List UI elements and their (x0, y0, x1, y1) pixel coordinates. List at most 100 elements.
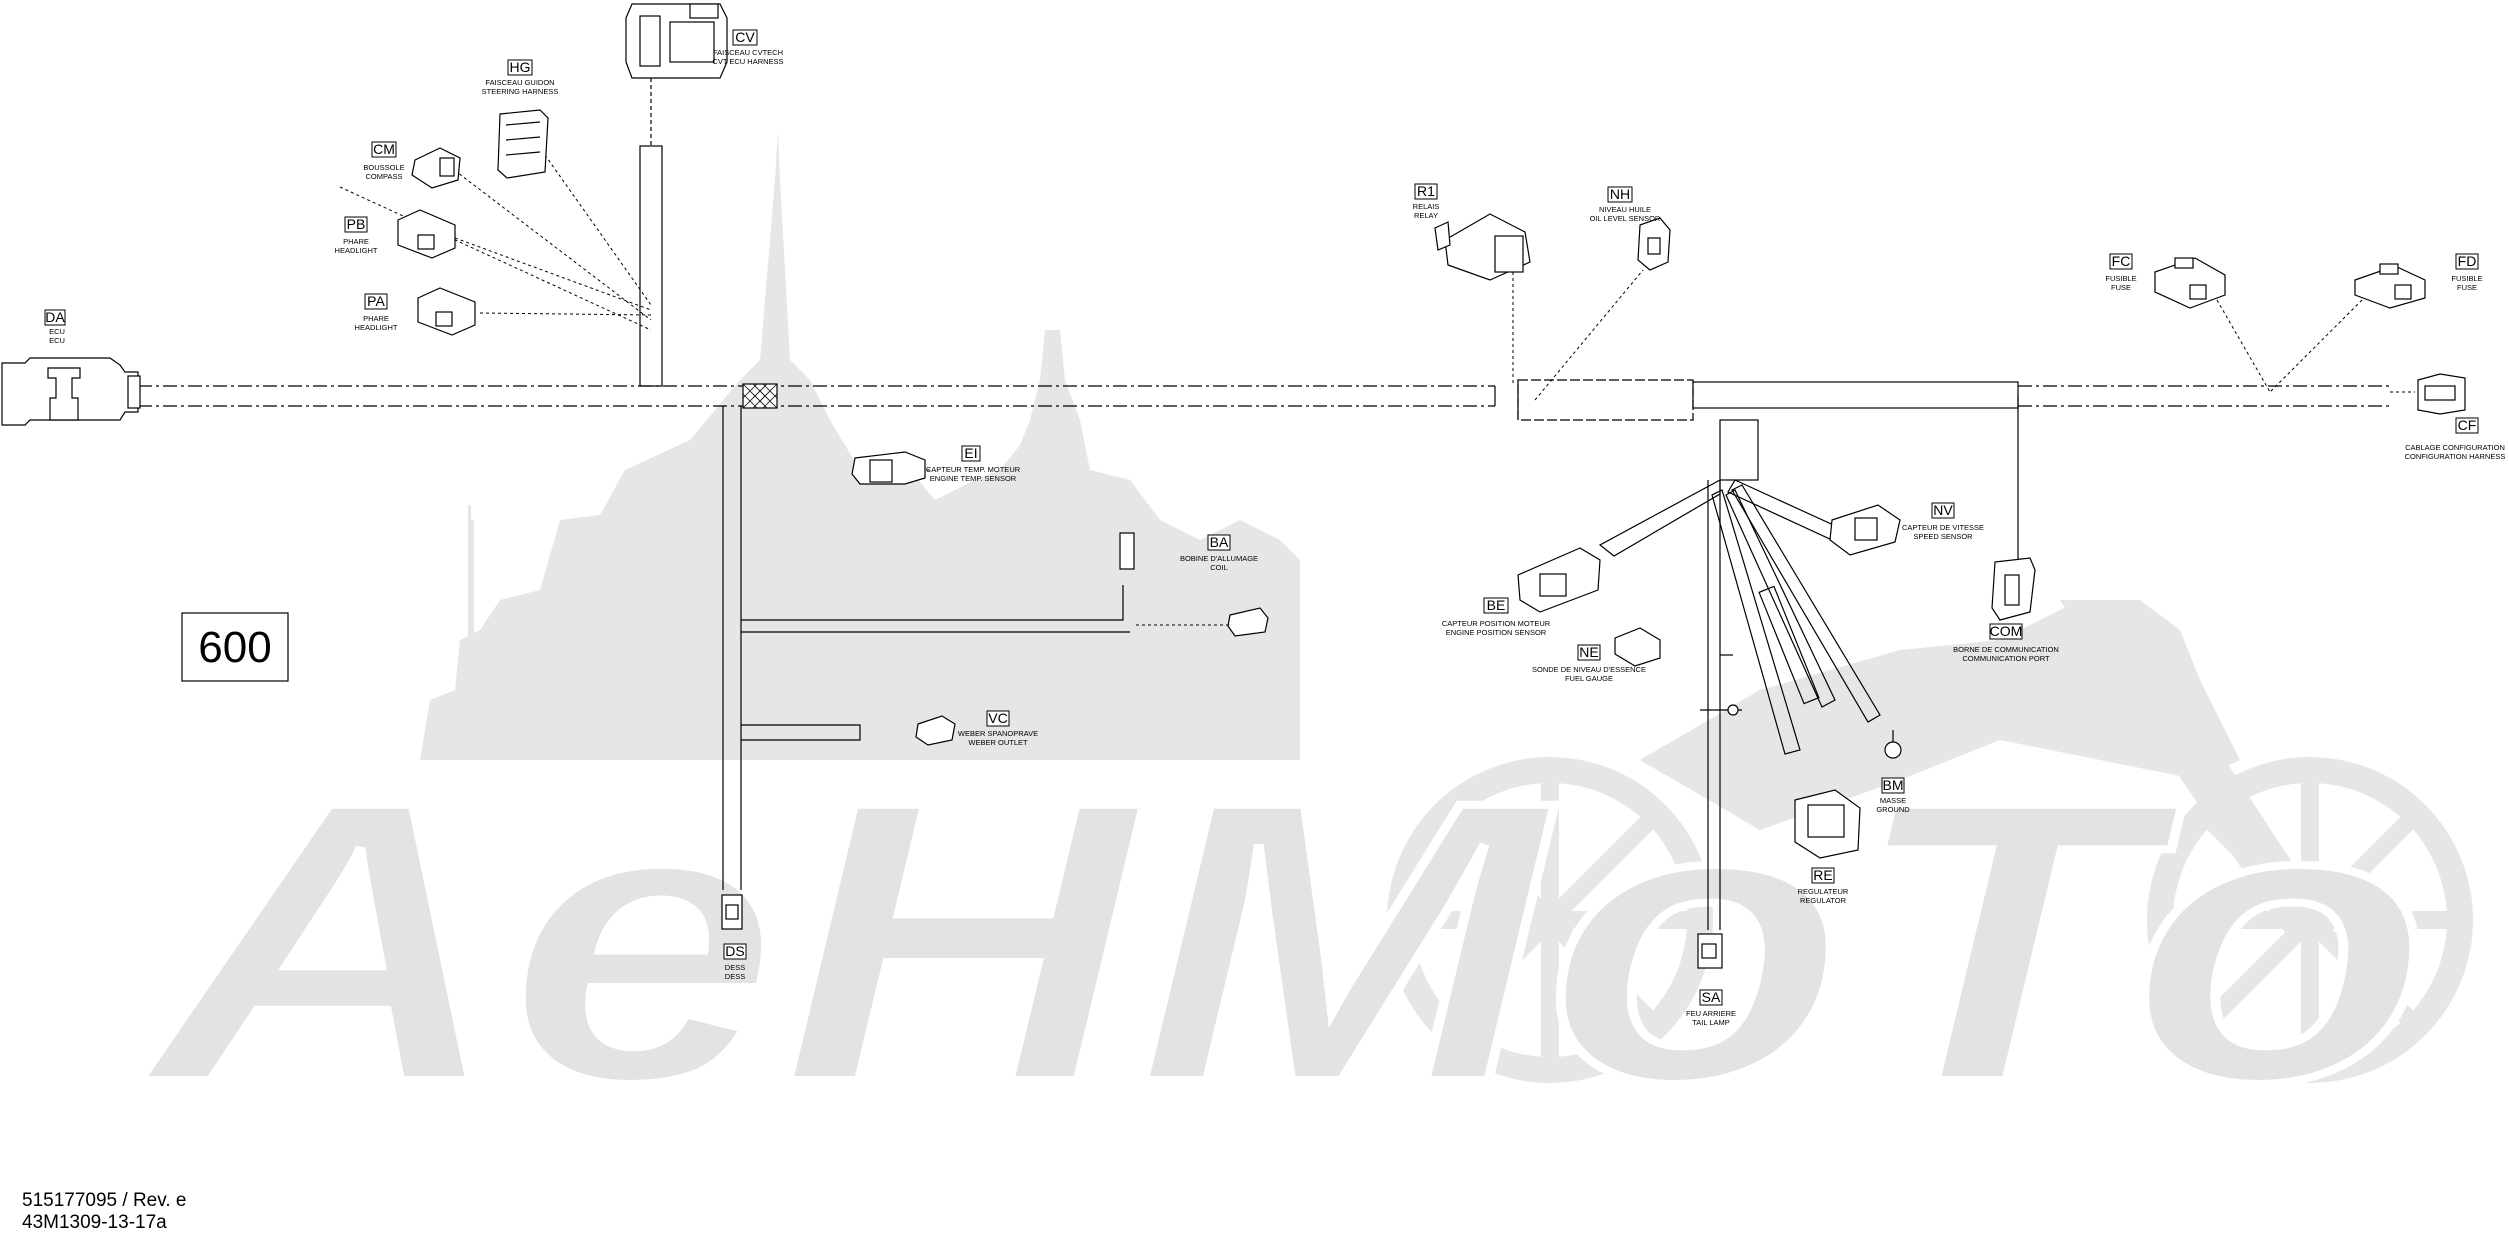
connector-labels (44, 29, 2479, 1006)
label-fc-code: FC (2112, 253, 2131, 269)
label-bm-fr: MASSE (1880, 796, 1906, 805)
label-pa-fr: PHARE (363, 314, 389, 323)
branch-bm (1731, 484, 1881, 723)
com-connector-icon (1991, 557, 2036, 621)
branch-cv (639, 145, 663, 387)
label-ba-fr: BOBINE D'ALLUMAGE (1180, 554, 1258, 563)
label-be-en: ENGINE POSITION SENSOR (1446, 628, 1547, 637)
label-cm-code: CM (373, 141, 395, 157)
label-da-fr: ECU (49, 327, 65, 336)
sa-connector-icon (1697, 933, 1723, 969)
part-number: 515177095 / Rev. e (22, 1190, 187, 1211)
label-cv-en: CVT ECU HARNESS (712, 57, 783, 66)
label-com-fr: BORNE DE COMMUNICATION (1953, 645, 2059, 654)
bm-ground-icon (1884, 730, 1902, 759)
label-ne-code: NE (1579, 644, 1598, 660)
connector-descriptions: ECU ECU FAISCEAU CVTECH CVT ECU HARNESS … (49, 48, 2505, 1027)
drawing-footer: 515177095 / Rev. e 43M1309-13-17a (22, 1190, 186, 1234)
harness-sleeve-hatch (742, 383, 778, 409)
label-hg-code: HG (510, 59, 531, 75)
label-ne-fr: SONDE DE NIVEAU D'ESSENCE (1532, 665, 1646, 674)
label-nh-fr: NIVEAU HUILE (1599, 205, 1651, 214)
label-ds-code: DS (725, 943, 744, 959)
label-hg-en: STEERING HARNESS (482, 87, 559, 96)
label-da-code: DA (45, 309, 65, 325)
vc-connector-icon (915, 715, 956, 746)
branch-re2 (1725, 489, 1836, 708)
label-com-en: COMMUNICATION PORT (1962, 654, 2050, 663)
be-connector-icon (1517, 547, 1601, 613)
label-bm-code: BM (1883, 777, 1904, 793)
branch-vc (741, 724, 861, 741)
label-re-fr: REGULATEUR (1798, 887, 1849, 896)
label-r1-en: RELAY (1414, 211, 1438, 220)
label-sa-code: SA (1702, 989, 1721, 1005)
label-fd-code: FD (2458, 253, 2477, 269)
label-fc-en: FUSE (2111, 283, 2131, 292)
junction-box-com (1692, 381, 2019, 409)
label-fd-en: FUSE (2457, 283, 2477, 292)
re-regulator-icon (1794, 789, 1861, 859)
label-pa-code: PA (367, 293, 385, 309)
label-cf-en: CONFIGURATION HARNESS (2405, 452, 2506, 461)
label-re-code: RE (1813, 867, 1832, 883)
label-cm-fr: BOUSSOLE (363, 163, 404, 172)
label-bm-en: GROUND (1876, 805, 1910, 814)
watermark-motorcycle-body (1640, 600, 2240, 830)
label-hg-fr: FAISCEAU GUIDON (485, 78, 554, 87)
label-cv-fr: FAISCEAU CVTECH (713, 48, 783, 57)
label-com-code: COM (1990, 623, 2023, 639)
nh-connector-icon (1637, 217, 1671, 271)
label-be-code: BE (1487, 597, 1506, 613)
label-ei-fr: CAPTEUR TEMP. MOTEUR (926, 465, 1021, 474)
label-ei-en: ENGINE TEMP. SENSOR (930, 474, 1017, 483)
watermark: AeHMoTo (131, 130, 2473, 1169)
label-nh-en: OIL LEVEL SENSOR (1590, 214, 1661, 223)
label-r1-fr: RELAIS (1413, 202, 1440, 211)
watermark-rear-wheel (1387, 757, 1713, 1083)
connector-drawings (1, 3, 2466, 969)
label-vc-code: VC (988, 710, 1007, 726)
label-pb-code: PB (347, 216, 366, 232)
label-fc-fr: FUSIBLE (2105, 274, 2136, 283)
pb-connector-icon (397, 209, 456, 259)
label-nh-code: NH (1610, 186, 1630, 202)
branch-be (1598, 478, 1721, 557)
watermark-skyline (420, 130, 1300, 760)
cv-connector-icon (625, 3, 728, 79)
watermark-front-wheel (2147, 757, 2473, 1083)
branch-fanout (1719, 419, 1759, 481)
page-number: 600 (198, 623, 271, 672)
watermark-spire-left (468, 520, 474, 640)
label-pb-en: HEADLIGHT (335, 246, 378, 255)
branch-ba (741, 585, 1124, 621)
label-r1-code: R1 (1417, 183, 1435, 199)
harness-sleeve (742, 383, 778, 409)
nv-connector-icon (1829, 504, 1901, 556)
cm-connector-icon (411, 147, 461, 189)
label-ds-en: DESS (725, 972, 745, 981)
pa-connector-icon (417, 287, 476, 336)
label-nv-code: NV (1933, 502, 1953, 518)
ds-connector-icon (721, 894, 743, 930)
label-cv-code: CV (735, 29, 755, 45)
label-ne-en: FUEL GAUGE (1565, 674, 1613, 683)
label-fd-fr: FUSIBLE (2451, 274, 2482, 283)
watermark-text: AeHMoTo (135, 718, 2430, 1165)
hg-connector-icon (497, 109, 549, 179)
watermark-flagpole (468, 505, 471, 545)
label-cf-code: CF (2458, 417, 2477, 433)
harness-trunks (88, 78, 2390, 930)
label-ba-en: COIL (1210, 563, 1228, 572)
label-nv-en: SPEED SENSOR (1913, 532, 1973, 541)
relay-r1-icon (1434, 213, 1531, 281)
label-da-en: ECU (49, 336, 65, 345)
fc-fuse-icon (2154, 257, 2226, 309)
label-cm-en: COMPASS (366, 172, 403, 181)
label-vc-fr: WEBER SPANOPRAVE (958, 729, 1038, 738)
fd-fuse-icon (2354, 263, 2426, 309)
label-ei-code: EI (964, 445, 977, 461)
watermark-fork (2060, 600, 2330, 940)
connector-codes: DA CV HG CM PB PA EI BA VC DS R1 NH FC F… (45, 29, 2476, 1005)
